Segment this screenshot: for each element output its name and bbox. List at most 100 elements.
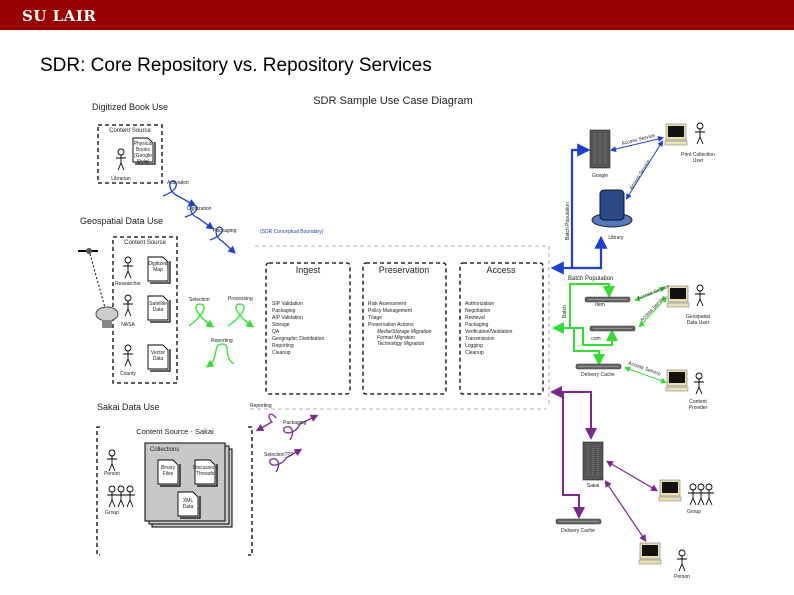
book-content-source-label: Content Source [109,128,151,134]
doc-label: Vector [151,350,166,356]
monitor-icon [665,369,689,392]
list-item: SIP Validation [272,301,303,307]
su-lair-logo: SU LAIR [22,7,97,25]
doc-label: Physical [134,141,153,147]
group-label: Group [687,509,701,515]
list-item: Storage [272,322,290,328]
geospatial-heading: Geospatial Data Use [80,216,163,226]
core-box-ingest: Ingest SIP Validation Packaging AIP Vali… [265,262,351,395]
delivery-cache-label: Delivery Cache [561,528,595,534]
digitized-book-heading: Digitized Book Use [92,102,168,112]
doc-label: Discussion [193,465,217,471]
sakai-server-icon [582,441,604,481]
batch-label: Batch [562,305,568,318]
ingest-list: SIP Validation Packaging AIP Validation … [272,301,324,356]
google-label: Google [592,173,608,179]
repository-services: Google Library Batch Population Access S… [550,122,715,580]
list-item: Retrieval [465,315,485,321]
person-actor-icon [106,449,118,472]
monitor-icon [638,542,662,565]
list-item: Packaging [272,308,296,314]
boundary-label: (SDR Conceptual Boundary) [260,229,324,235]
delivery-cache-icon [575,363,622,370]
librarian-actor-icon [115,148,127,171]
sakai-content-source-label: Content Source - Sakai [136,427,214,436]
process-processing: Processing [228,296,253,302]
actor-label: Group [105,510,119,516]
list-item: Geographic Distribution [272,336,324,342]
diagram-title: SDR Sample Use Case Diagram [313,95,473,107]
person-actor-icon [676,549,688,572]
doc-label: (Google [134,153,152,159]
process-reporting: Reporting [211,338,233,344]
geospatial-user-actor-icon [694,284,706,307]
sakai-content-source-box [96,426,253,556]
header-bar: SU LAIR [0,0,794,30]
group-actor-icon [703,483,715,506]
print-user-actor-icon [694,122,706,145]
satellite-dish-icon [95,306,119,328]
item-storage-icon [584,296,631,303]
sakai-data-use: Sakai Data Use Content Source - Sakai Co… [96,402,319,556]
actor-label: Data User [687,320,710,326]
actor-label: Provider [689,405,708,411]
core-title: Ingest [296,265,321,275]
list-item: Triage [368,315,382,321]
person-label: Person [674,574,690,580]
process-selection: Selection??? [264,452,293,458]
list-item: Cleanup [272,350,291,356]
com-label: com [591,336,600,342]
librarian-label: Librarian [111,176,131,182]
core-box-preservation: Preservation Risk Assessment Policy Mana… [362,262,447,395]
list-item: Cleanup [465,350,484,356]
list-item: Negotiation [465,308,491,314]
actor-label: Content [689,399,707,405]
process-reporting: Reporting [250,403,272,409]
geo-content-source-label: Content Source [124,240,166,246]
access-service-label: Access Service [629,159,652,191]
list-item: Transmission [465,336,495,342]
group-actor-icon [124,485,136,508]
sub-item: Format Migration [377,335,415,341]
actor-label: Geospatial [686,314,710,320]
core-title: Access [486,265,516,275]
delivery-cache-label: Delivery Cache [581,372,615,378]
item-label: Item [595,302,605,308]
monitor-icon [664,123,688,146]
list-item: Risk Assessment [368,301,407,307]
list-item: Authorization [465,301,494,307]
sakai-delivery-cache-icon [555,518,602,525]
actor-label: Person [104,471,120,477]
list-item: Verification/Validation [465,329,513,335]
actor-label: Print Collection [681,152,715,158]
list-item: Policy Management [368,308,413,314]
monitor-icon [658,479,682,502]
content-provider-actor-icon [693,372,705,395]
com-storage-icon [589,325,636,332]
doc-label: Data [153,356,164,362]
core-title: Preservation [379,265,430,275]
doc-label: Digitized [148,261,167,267]
group-actor-icon [115,485,127,508]
sub-item: Technology Migration [377,341,425,347]
actor-label: NASA [121,322,135,328]
group-actor-icon [695,483,707,506]
batch-population-label: Batch Population [568,276,613,282]
doc-label: Data [183,504,194,510]
satellite-body [86,248,92,254]
list-item: Logging [465,343,483,349]
process-packaging: Packaging [213,228,237,234]
doc-label: XML [183,498,194,504]
doc-label: Data [153,307,164,313]
collections-label: Collections [150,447,179,453]
list-item: AIP Validation [272,315,303,321]
researcher-actor-icon [122,256,134,279]
process-packaging: Packaging [283,420,307,426]
doc-label: Satellite [149,301,167,307]
list-item: Packaging [465,322,489,328]
library-icon [591,189,633,228]
actor-label: Researcher [115,281,141,287]
doc-label: Binary [161,465,176,471]
process-selection: Selection [189,297,210,303]
